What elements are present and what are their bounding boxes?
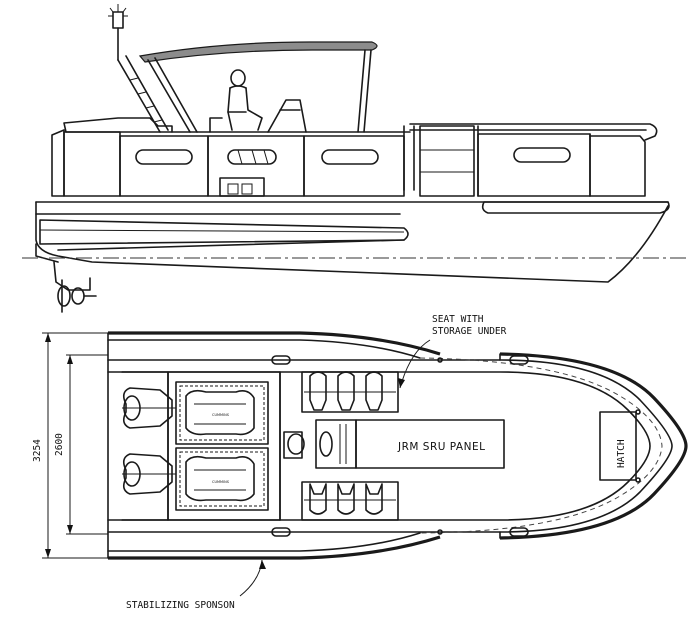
sponson-label: STABILIZING SPONSON — [126, 600, 235, 611]
dimension-2600-label: 2600 — [54, 433, 65, 456]
sru-panel-label: JRM SRU PANEL — [397, 441, 485, 453]
cabin-sides — [51, 129, 646, 197]
dim-2600 — [66, 354, 108, 535]
seat-label-line2: STORAGE UNDER — [432, 326, 507, 337]
hatch-label: HATCH — [616, 439, 627, 468]
dim-3254 — [42, 332, 108, 559]
hull-plan — [107, 332, 688, 559]
mast-light — [108, 4, 128, 61]
drive-port — [122, 387, 176, 429]
side-elevation — [22, 4, 690, 313]
seats-upper — [301, 371, 399, 413]
stern-well — [107, 371, 281, 521]
plan-view: 3254 2600 — [32, 331, 688, 597]
cleats — [271, 355, 529, 537]
engine-port — [175, 381, 269, 445]
hatch-box — [599, 409, 641, 483]
engine-port-tag: CUMMINS — [212, 413, 230, 417]
helm-area — [283, 419, 357, 469]
hull-profile — [35, 201, 670, 283]
helmsman-figure — [227, 69, 263, 131]
sponson-leader — [239, 559, 263, 597]
seat-label-line1: SEAT WITH — [432, 314, 484, 325]
sponson-outline — [107, 331, 441, 560]
engine-starboard — [175, 447, 269, 511]
dimension-3254-label: 3254 — [32, 439, 43, 462]
seats-lower — [301, 481, 399, 521]
engine-starboard-tag: CUMMINS — [212, 480, 230, 484]
console — [209, 99, 307, 133]
sru-panel-box — [355, 419, 505, 469]
outboard-prop — [53, 261, 97, 313]
gunwale-rail — [63, 117, 658, 197]
bimini-top — [138, 41, 378, 133]
drive-starboard — [122, 453, 176, 495]
